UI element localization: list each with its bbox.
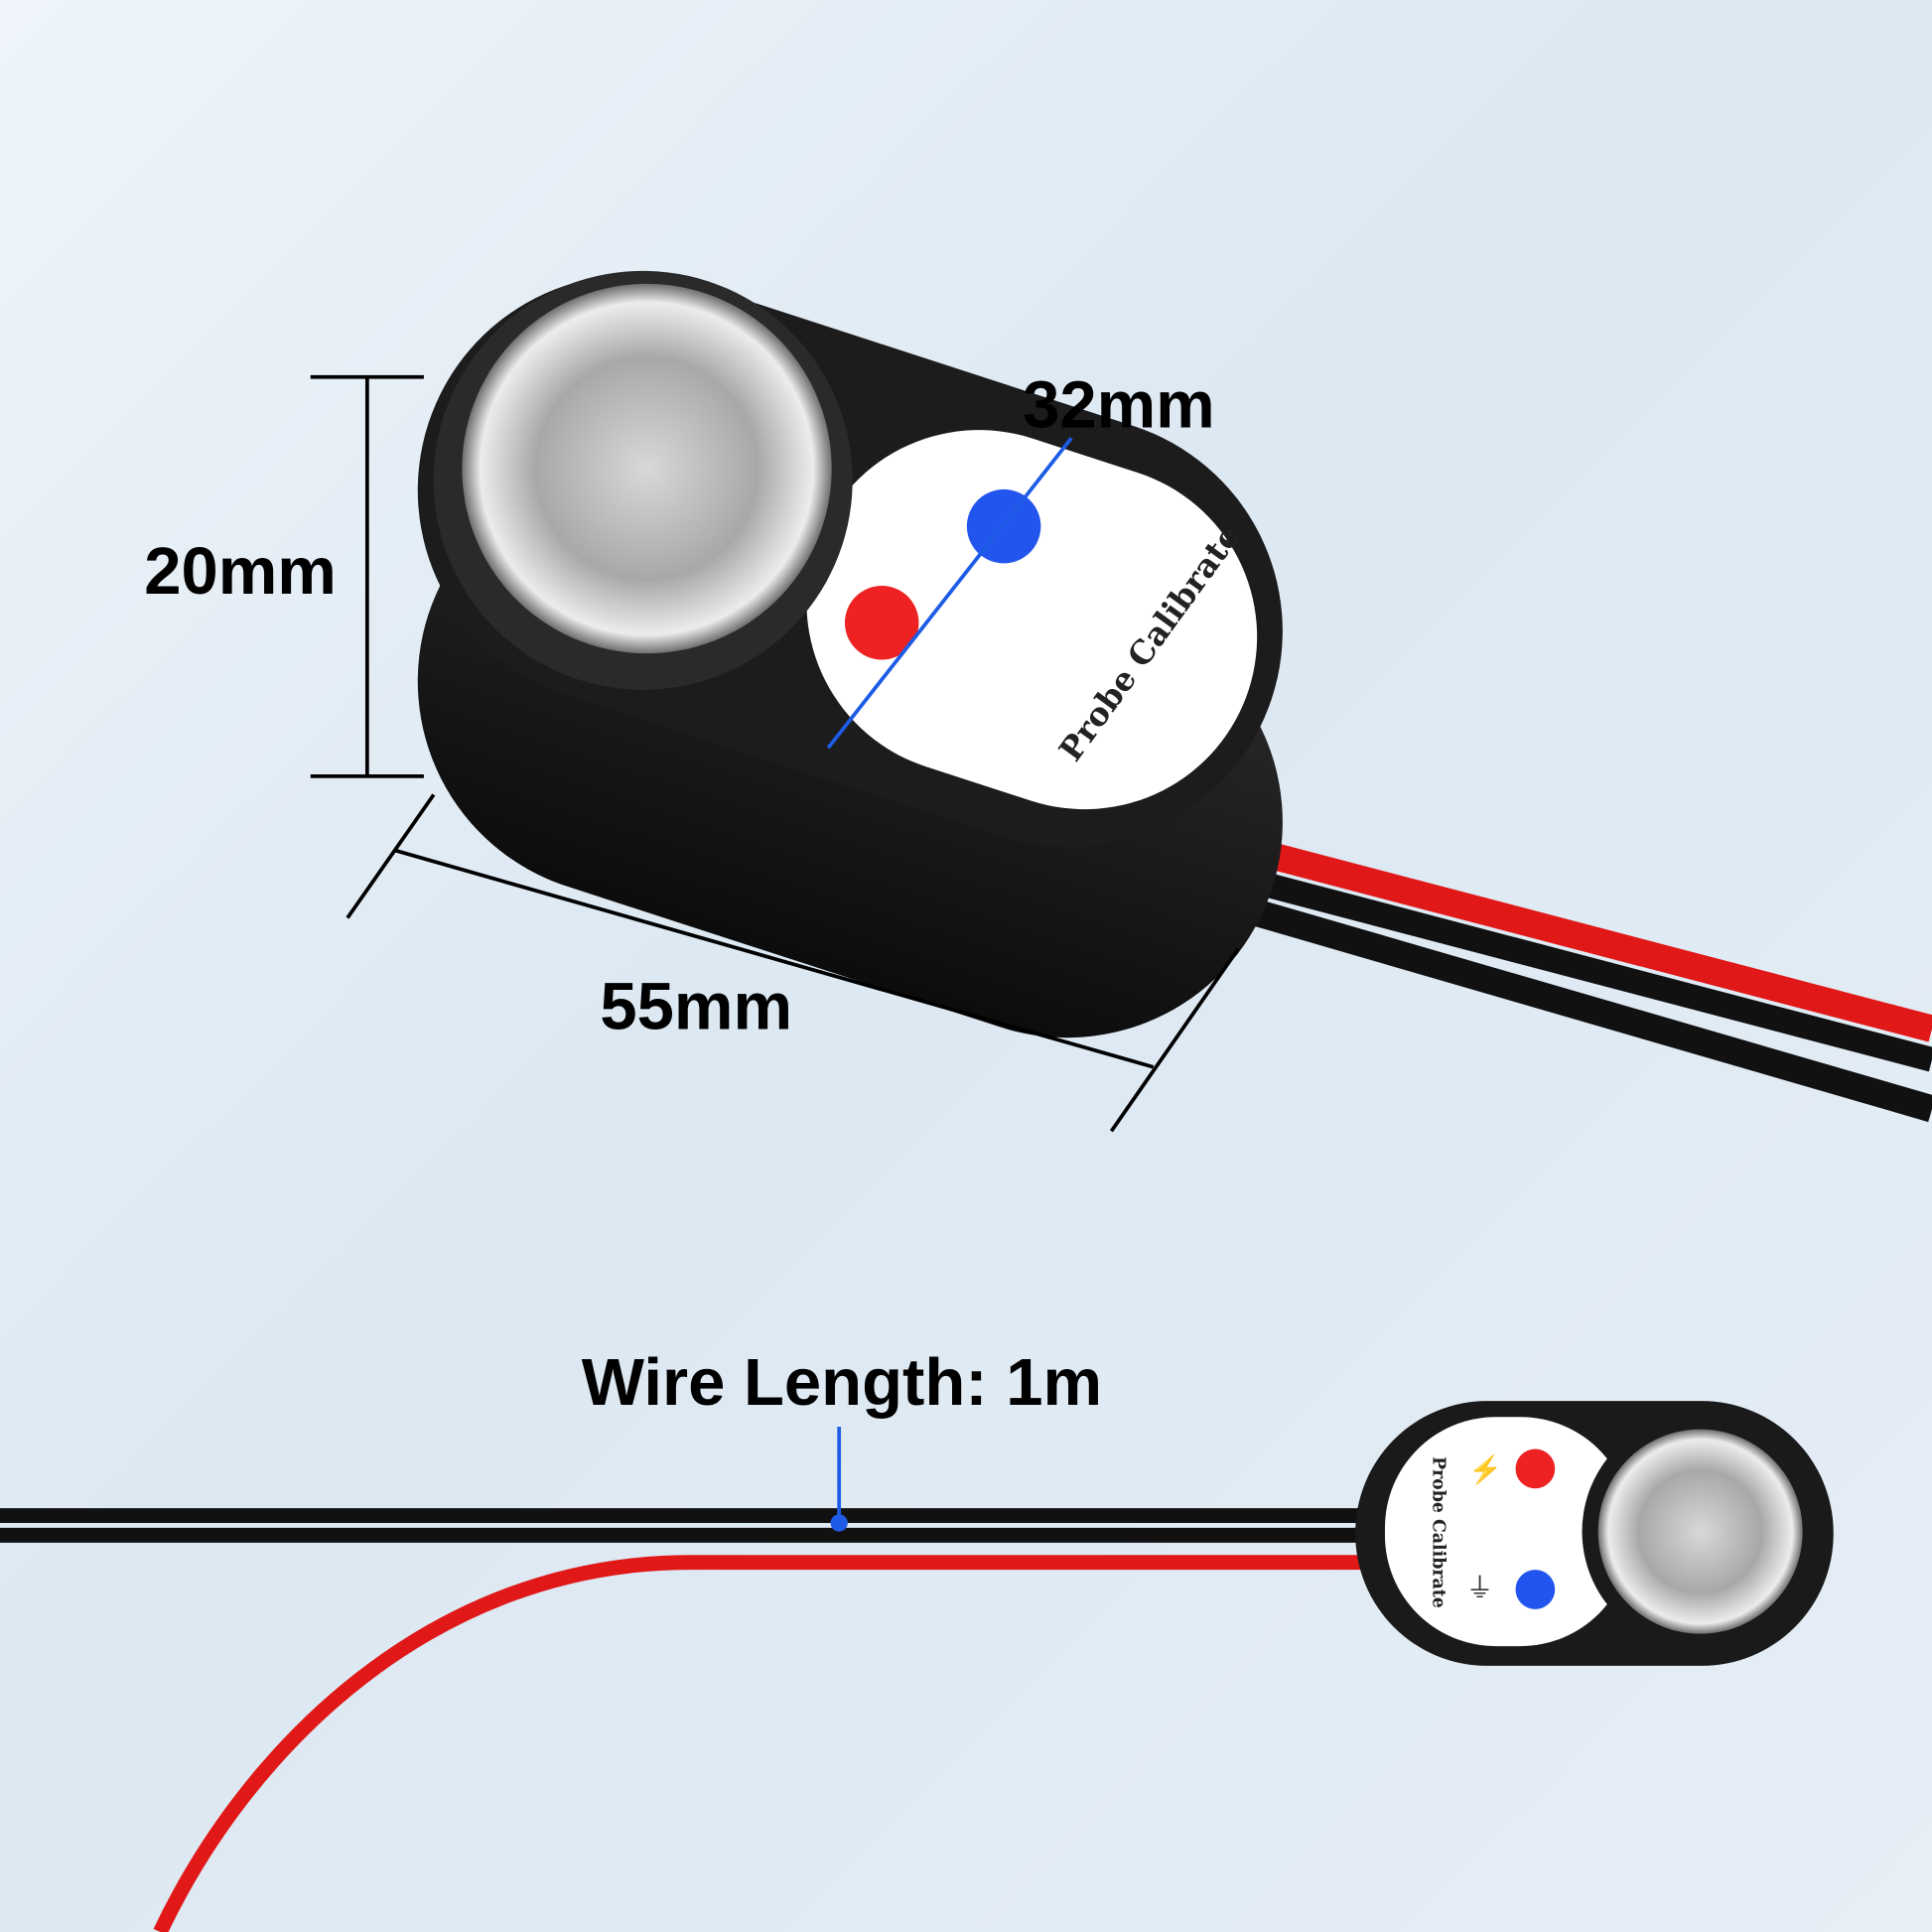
top-device: Probe Calibrate: [417, 270, 1283, 1038]
bottom-device: ⚡ ⏚ Probe Calibrate: [1355, 1401, 1834, 1666]
length-label: 55mm: [600, 969, 792, 1043]
label-panel: [806, 430, 1258, 810]
wire-length-label: Wire Length: 1m: [582, 1345, 1102, 1420]
red-dot: [1515, 1449, 1556, 1489]
device-label: Probe Calibrate: [1428, 1456, 1448, 1608]
width-label: 32mm: [1023, 368, 1215, 443]
dimension-lines: [310, 374, 1240, 1133]
width-line: [826, 437, 1073, 750]
power-icon: ⚡: [1468, 1453, 1502, 1485]
top-wires: [1228, 837, 1932, 1123]
wire-length-marker: [830, 1514, 848, 1532]
red-dot: [844, 586, 919, 660]
height-label: 20mm: [144, 534, 337, 609]
bottom-wires: [0, 1508, 1368, 1932]
metal-plate: [1597, 1429, 1803, 1634]
ground-icon: ⏚: [1466, 1572, 1493, 1602]
blue-dot: [1515, 1570, 1556, 1609]
label-panel: [1384, 1417, 1632, 1647]
